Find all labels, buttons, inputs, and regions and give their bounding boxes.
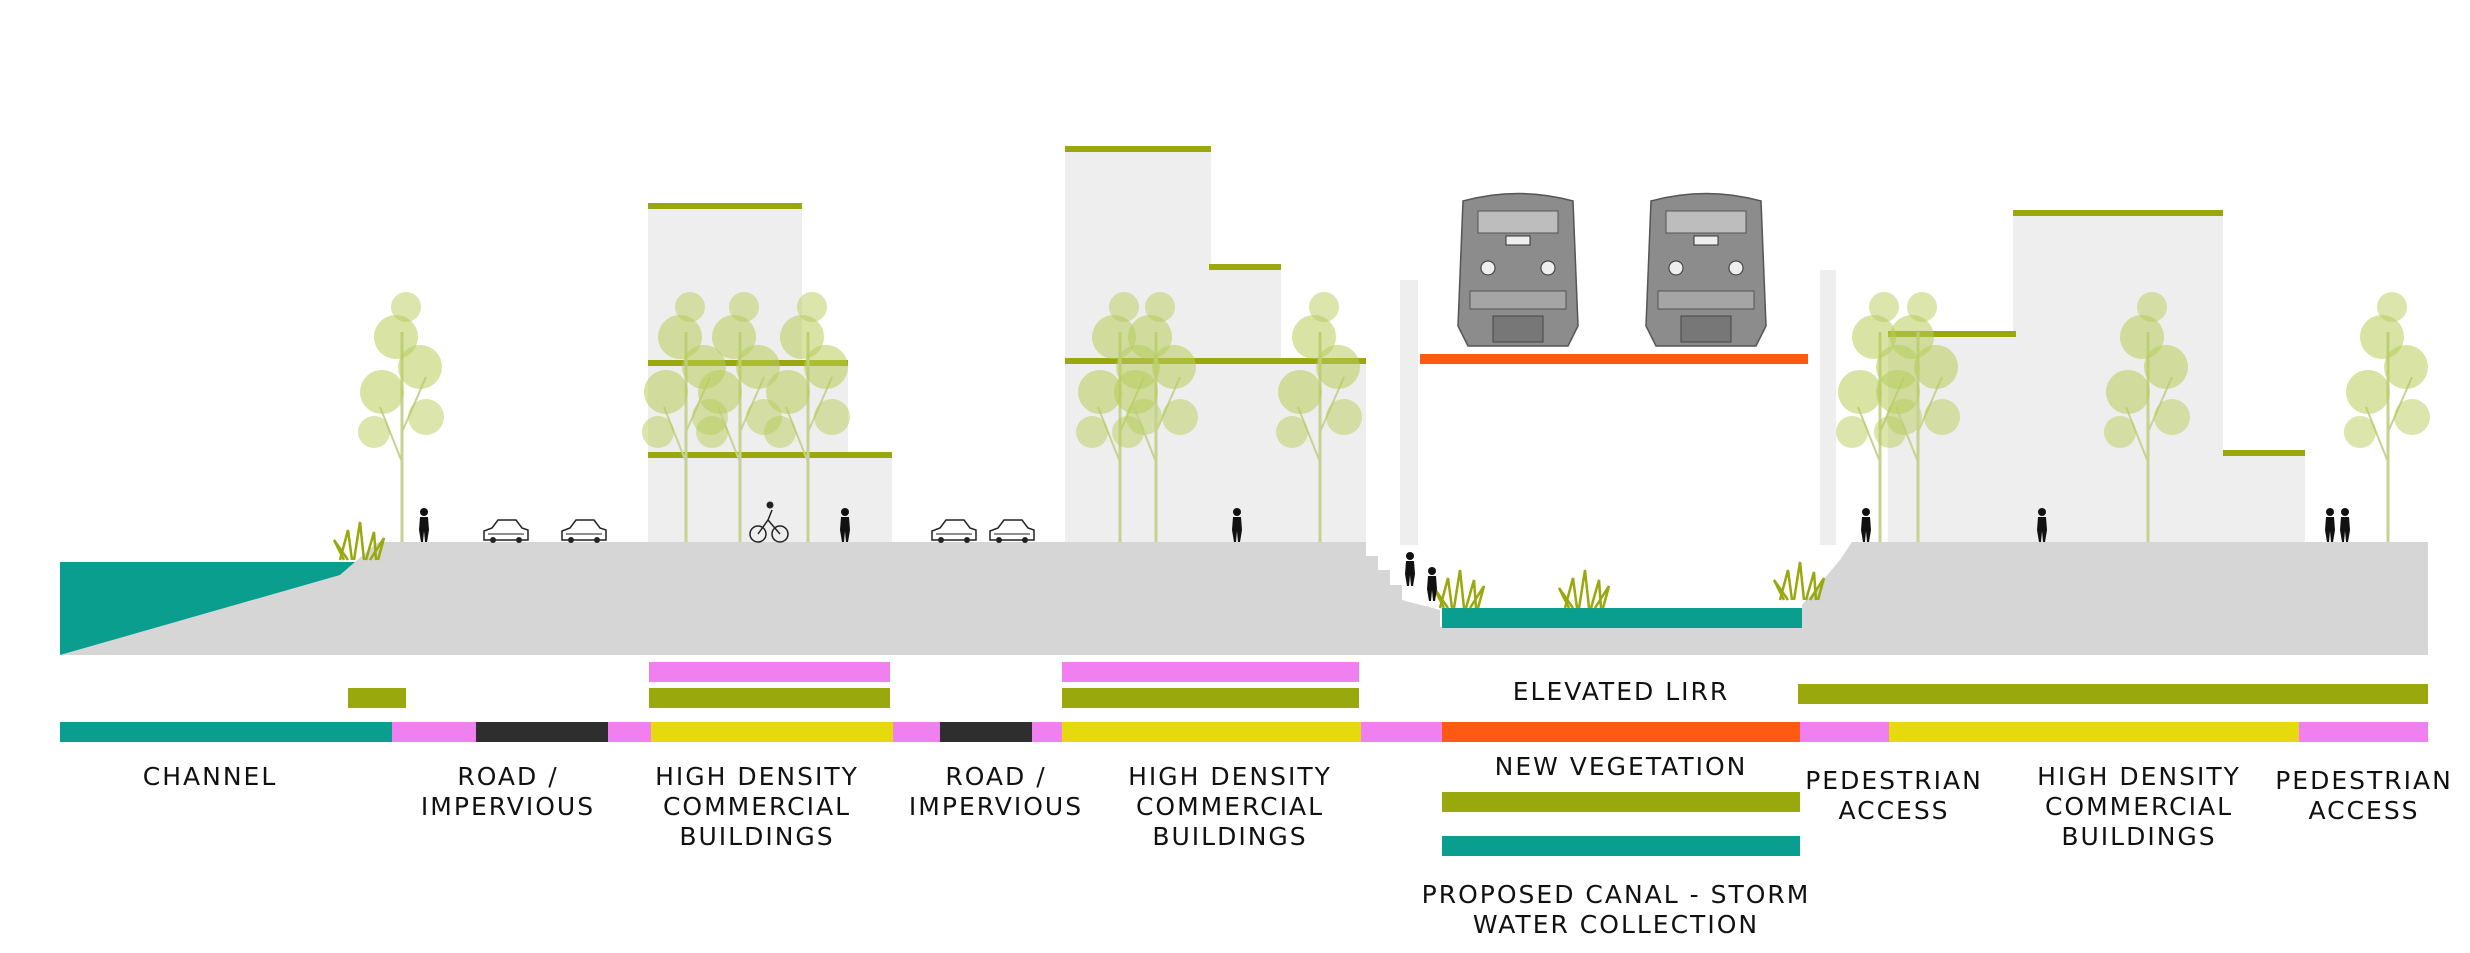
legend-strip [60,722,2428,742]
legend-bars-upper [348,662,2428,708]
label-high-density-1: HIGH DENSITY COMMERCIAL BUILDINGS [655,762,859,851]
label-pedestrian-1: PEDESTRIAN ACCESS [1805,766,1983,825]
ground [60,542,2428,655]
cyclist-icon [749,501,789,543]
lirr-deck [1420,354,1808,364]
label-high-density-3: HIGH DENSITY COMMERCIAL BUILDINGS [2037,762,2241,851]
label-road-1: ROAD / IMPERVIOUS [420,762,596,821]
proposed-canal-bar [1442,836,1800,856]
label-pedestrian-2: PEDESTRIAN ACCESS [2275,766,2453,825]
train-left [1457,192,1579,347]
new-vegetation-bar [1442,792,1800,812]
canal-water [1442,608,1802,628]
label-elevated-lirr: ELEVATED LIRR [1512,677,1730,706]
label-road-2: ROAD / IMPERVIOUS [908,762,1084,821]
train-right [1645,192,1767,347]
label-high-density-2: HIGH DENSITY COMMERCIAL BUILDINGS [1128,762,1332,851]
channel-water [60,562,355,655]
label-proposed-canal: PROPOSED CANAL - STORM WATER COLLECTION [1421,880,1811,939]
label-channel: CHANNEL [142,762,278,791]
label-new-vegetation: NEW VEGETATION [1494,752,1748,781]
